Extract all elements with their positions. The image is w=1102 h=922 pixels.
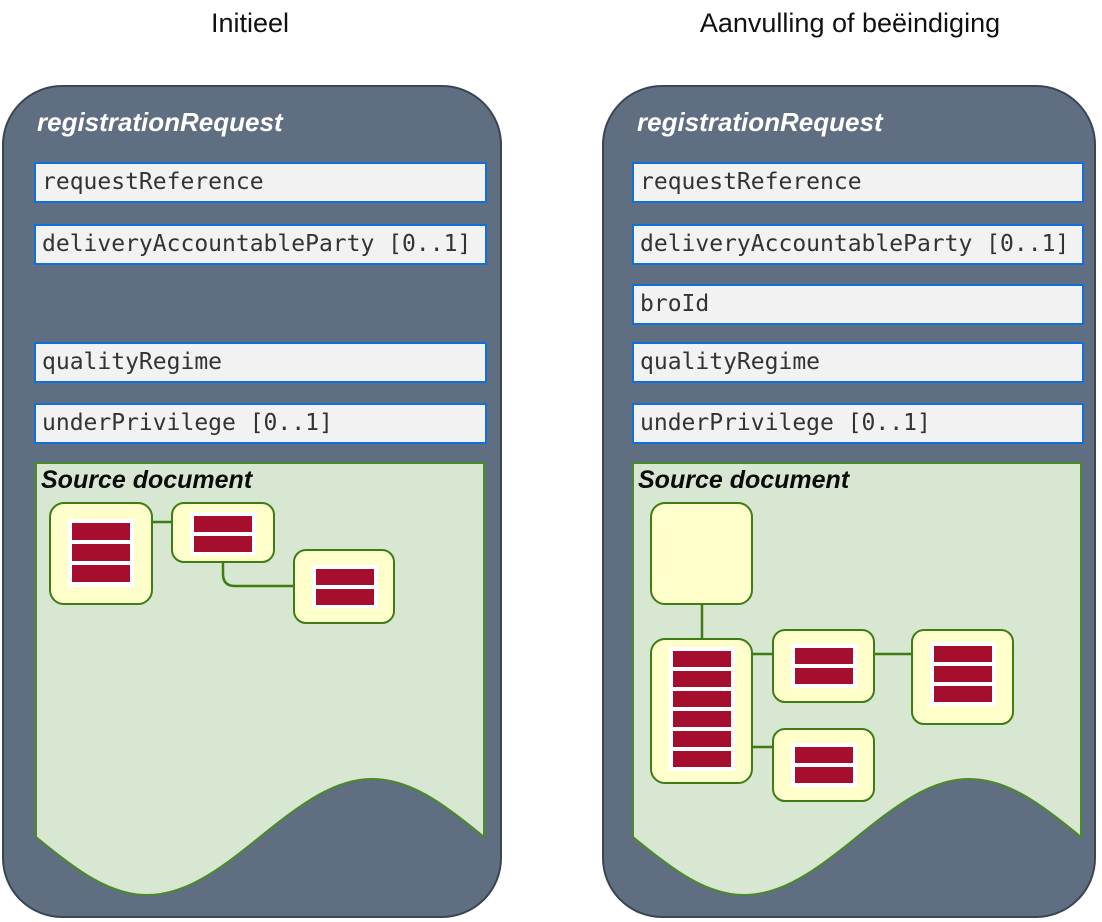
field-delivery-accountable-party: deliveryAccountableParty [0..1] <box>34 224 487 265</box>
registration-request-panel-aanvulling: registrationRequest requestReference del… <box>602 85 1096 918</box>
source-document-panel: Source document <box>35 462 485 902</box>
document-box <box>772 629 875 703</box>
source-document-canvas <box>35 462 485 897</box>
field-quality-regime: qualityRegime <box>34 342 487 383</box>
source-document-title: Source document <box>638 466 850 494</box>
field-bro-id: broId <box>632 284 1084 325</box>
source-document-panel: Source document <box>632 462 1082 902</box>
document-box <box>49 502 153 605</box>
source-document-canvas <box>632 462 1082 897</box>
field-under-privilege: underPrivilege [0..1] <box>632 403 1084 444</box>
connector-elbow <box>221 562 294 588</box>
field-request-reference: requestReference <box>632 162 1084 203</box>
field-under-privilege: underPrivilege [0..1] <box>34 403 487 444</box>
panel-header: registrationRequest <box>37 107 283 137</box>
field-request-reference: requestReference <box>34 162 487 203</box>
field-quality-regime: qualityRegime <box>632 342 1084 383</box>
document-box <box>293 549 395 624</box>
document-box-empty <box>650 502 753 605</box>
registration-request-panel-initieel: registrationRequest requestReference del… <box>2 85 502 918</box>
column-title-initieel: Initieel <box>210 8 290 38</box>
panel-header: registrationRequest <box>637 107 883 137</box>
document-box <box>911 629 1014 725</box>
source-document-title: Source document <box>41 466 253 494</box>
column-title-aanvulling: Aanvulling of beëindiging <box>699 8 1001 38</box>
field-delivery-accountable-party: deliveryAccountableParty [0..1] <box>632 224 1084 265</box>
document-box <box>171 502 275 563</box>
document-box <box>772 728 875 802</box>
document-box <box>650 638 753 784</box>
